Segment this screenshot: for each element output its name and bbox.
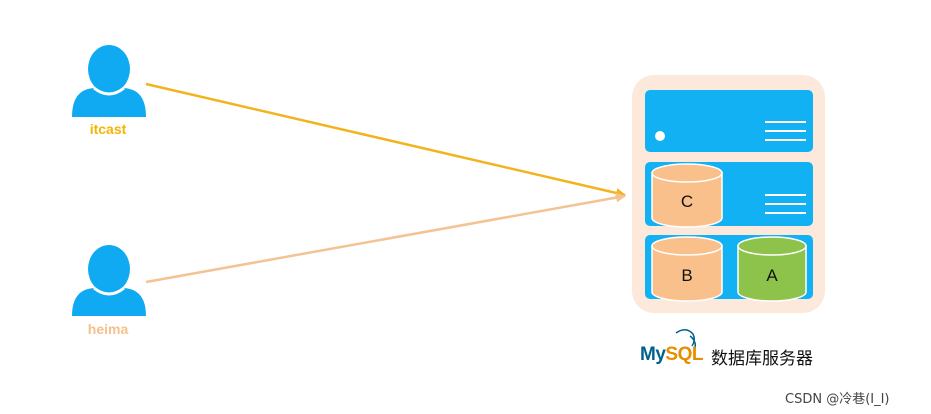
user-label-itcast: itcast	[89, 121, 127, 137]
database-cylinder-a: A	[737, 236, 807, 302]
csdn-watermark: CSDN @冷巷(I_I)	[785, 392, 890, 407]
user-icon-heima	[72, 245, 146, 316]
database-label-a: A	[766, 266, 778, 285]
user-icon-itcast	[72, 45, 146, 117]
user-label-heima: heima	[87, 321, 129, 337]
database-label-c: C	[681, 192, 693, 211]
mysql-logo-my: My	[640, 344, 666, 365]
database-label-b: B	[681, 266, 692, 285]
arrow-itcast-to-server	[145, 82, 626, 198]
database-cylinder-b: B	[651, 236, 723, 302]
server-unit-top	[645, 90, 813, 152]
database-cylinder-c: C	[651, 163, 723, 228]
database-server-icon: C B A	[632, 75, 825, 313]
mysql-dolphin-icon	[675, 329, 697, 353]
mysql-logo: MySQL	[640, 344, 703, 366]
arrow-heima-to-server	[145, 192, 626, 284]
mysql-logo-sql: SQL	[665, 344, 703, 365]
database-server-label: 数据库服务器	[711, 349, 813, 369]
